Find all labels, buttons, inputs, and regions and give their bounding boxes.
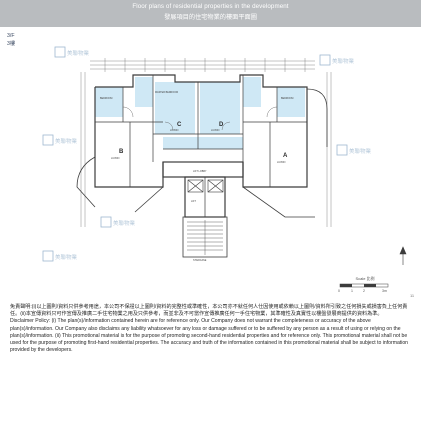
disclaimer: 免責聲明:(i)以上圖則/資料只供參考用途，本公司不保證以上圖則/資料的完整性或… [10, 304, 410, 354]
watermark-6: 美聯物業 [55, 253, 78, 261]
highlighted-flats [95, 77, 305, 149]
scale-unit-2: 2 [363, 289, 365, 293]
door-swings [122, 106, 278, 131]
floor-label-zh: 3樓 [7, 41, 16, 47]
scale-unit-0: 0 [338, 289, 340, 293]
room-label-staircase: STAIRCASE [193, 259, 207, 262]
scale-label: Scale 比例 [355, 276, 375, 281]
flat-b-letter: B [119, 149, 124, 155]
floor-label-en: 3/F [7, 33, 15, 39]
flat-letters: B C D A [119, 122, 288, 159]
room-labels: LIV/DIN LIV/DIN LIV/DIN LIV/DIN BEDROOM … [100, 91, 293, 262]
disclaimer-zh: 免責聲明:(i)以上圖則/資料只供參考用途，本公司不保證以上圖則/資料的完整性或… [10, 304, 408, 318]
disclaimer-en: Disclaimer Policy: (i) The plan(s)/infor… [10, 318, 409, 354]
floor-plan-drawing: B C D A LIV/DIN LIV/DIN LIV/DIN LIV/DIN … [42, 46, 407, 265]
room-label-livdin-c: LIV/DIN [170, 129, 179, 132]
room-label-lift-lobby: LIFT LOBBY [193, 170, 207, 173]
room-label-master: MASTER BEDROOM [155, 91, 178, 94]
staircase [187, 220, 223, 255]
scale-bar: Scale 比例 0 1 2 3m [335, 276, 395, 294]
watermark-5: 美聯物業 [113, 219, 136, 227]
watermark-logos: 美聯物業 美聯物業 美聯物業 美聯物業 美聯物業 美聯物業 [42, 46, 372, 262]
scale-unit-3: 3m [382, 289, 387, 293]
room-label-livdin-a: LIV/DIN [277, 161, 286, 164]
watermark-1: 美聯物業 [67, 49, 90, 57]
interior-walls [95, 75, 307, 217]
header-title-en: Floor plans of residential properties in… [132, 3, 289, 10]
room-label-bedroom-2: BEDROOM [281, 97, 293, 100]
lift-shafts [187, 179, 224, 193]
watermark-2: 美聯物業 [332, 57, 355, 65]
dimension-lines [80, 60, 332, 227]
scale-unit-1: 1 [351, 289, 353, 293]
header-title-zh: 發展項目的住宅物業的樓面平面圖 [164, 14, 257, 21]
page-header: Floor plans of residential properties in… [0, 0, 421, 27]
flat-d2-letter: D [219, 122, 224, 128]
flat-c-letter: C [177, 122, 182, 128]
watermark-3: 美聯物業 [55, 137, 78, 145]
page-number: 11 [410, 293, 415, 298]
room-label-livdin-b: LIV/DIN [111, 157, 120, 160]
scale-ruler: 0 1 2 3m [338, 283, 389, 293]
curved-balconies [76, 88, 328, 218]
flat-a-letter: A [283, 153, 288, 159]
north-arrow-icon [399, 246, 407, 265]
room-label-livdin-d: LIV/DIN [211, 129, 220, 132]
building-walls [94, 74, 308, 218]
room-label-bedroom-1: BEDROOM [100, 97, 112, 100]
room-label-lift: LIFT [191, 200, 196, 203]
watermark-4: 美聯物業 [349, 147, 372, 155]
